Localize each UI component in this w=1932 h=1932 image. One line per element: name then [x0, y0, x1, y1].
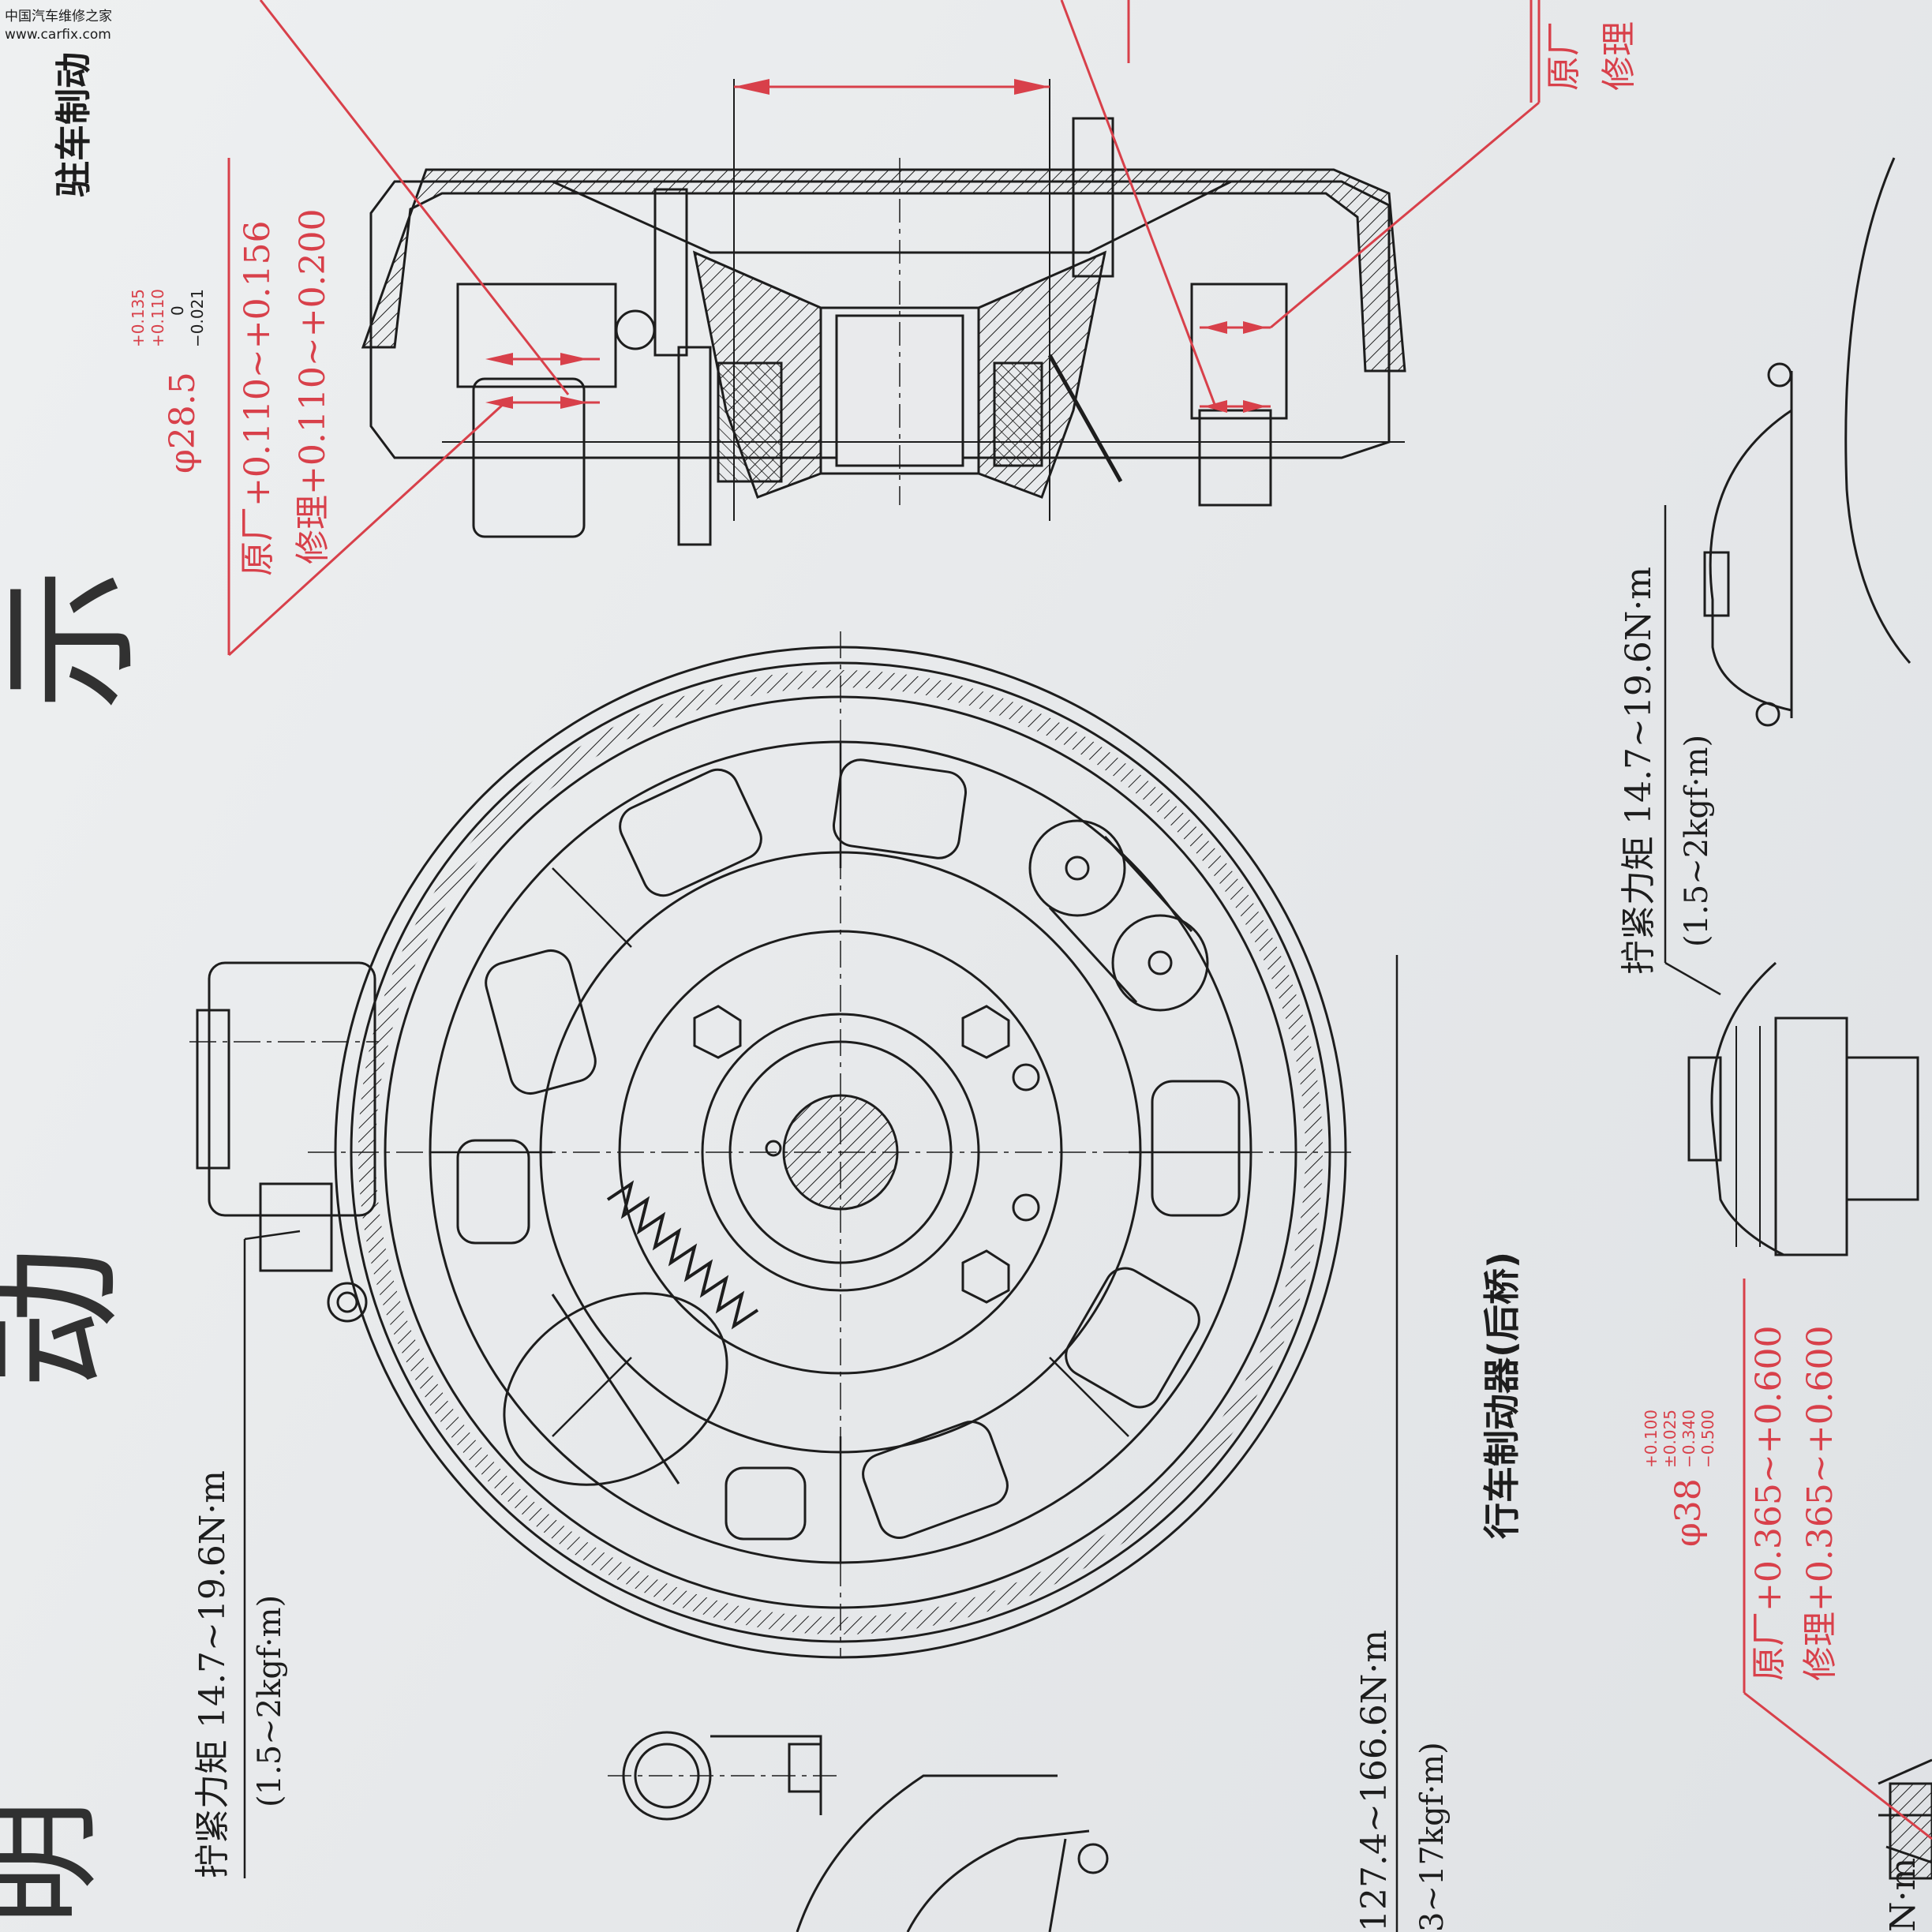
fit-top-tol-a2: +0.110: [148, 288, 167, 347]
fit-top-repair: 修理+0.110~+0.200: [293, 208, 333, 564]
red-arrowheads: [485, 79, 1267, 413]
right-brake-chambers: [1687, 157, 1919, 1256]
fit-bottom-tol-a1: +0.100: [1642, 1409, 1661, 1468]
fit-bottom-tol-b1: −0.340: [1679, 1409, 1698, 1468]
wheel-windows: [456, 758, 1241, 1541]
watermark-line1: 中国汽车维修之家: [5, 9, 112, 24]
wheel-cylinder: [503, 1292, 728, 1486]
black-leader-lines: [243, 505, 1721, 1932]
torque-right-line1: 拧紧力矩 14.7~19.6N·m: [1619, 567, 1659, 975]
bottom-right-part: [1878, 1758, 1932, 1880]
torque-lower-line2: 3~17kgf·m): [1414, 1742, 1451, 1932]
bottom-left-parts: [608, 1731, 1109, 1932]
fit-bottom-dia: φ38: [1668, 1478, 1709, 1547]
fit-top-tol-a1: +0.135: [129, 288, 148, 347]
parking-brake-section: [361, 79, 1406, 546]
big-char-left: 明: [0, 1799, 113, 1926]
watermark: 中国汽车维修之家 www.carfix.com: [5, 5, 112, 43]
fit-top-tol-b1: 0: [168, 305, 187, 316]
watermark-line2: www.carfix.com: [5, 27, 111, 43]
fit-bottom-tol-b2: −0.500: [1698, 1409, 1717, 1468]
bolt-heads: [693, 1005, 1040, 1304]
adjuster-links: [1028, 819, 1209, 1012]
centerlines: [189, 631, 1357, 1657]
fit-topright-factory: 原厂: [1544, 21, 1584, 91]
topright-red-box: [1127, 0, 1533, 103]
fit-top-factory: 原厂+0.110~+0.156: [238, 220, 278, 576]
big-char-mid: 动: [0, 1247, 137, 1389]
fit-bottom-tol-a2: ±0.025: [1661, 1409, 1679, 1468]
torque-left-line2: (1.5~2kgf·m): [252, 1594, 288, 1807]
service-brake-wheel: [189, 631, 1357, 1659]
fit-bottom-factory: 原厂+0.365~+0.600: [1749, 1325, 1789, 1681]
torque-lower-line1: 127.4~166.6N·m: [1354, 1629, 1395, 1932]
parking-brake-title: 驻车制动: [52, 52, 95, 197]
big-char-top: 示: [0, 567, 153, 710]
fit-topright-repair: 修理: [1599, 21, 1639, 91]
fit-bottom-repair: 修理+0.365~+0.600: [1800, 1325, 1840, 1681]
fit-top-dia: φ28.5: [163, 372, 203, 474]
torque-bottom-fragment: N·m: [1883, 1857, 1923, 1932]
fit-top-tol-b2: −0.021: [188, 288, 207, 347]
torque-right-line2: (1.5~2kgf·m): [1679, 734, 1715, 947]
service-brake-caption: 行车制动器(后桥): [1481, 1251, 1523, 1539]
torque-left-line1: 拧紧力矩 14.7~19.6N·m: [193, 1470, 233, 1878]
brake-chamber-left: [196, 961, 376, 1323]
return-spring: [606, 1180, 759, 1330]
